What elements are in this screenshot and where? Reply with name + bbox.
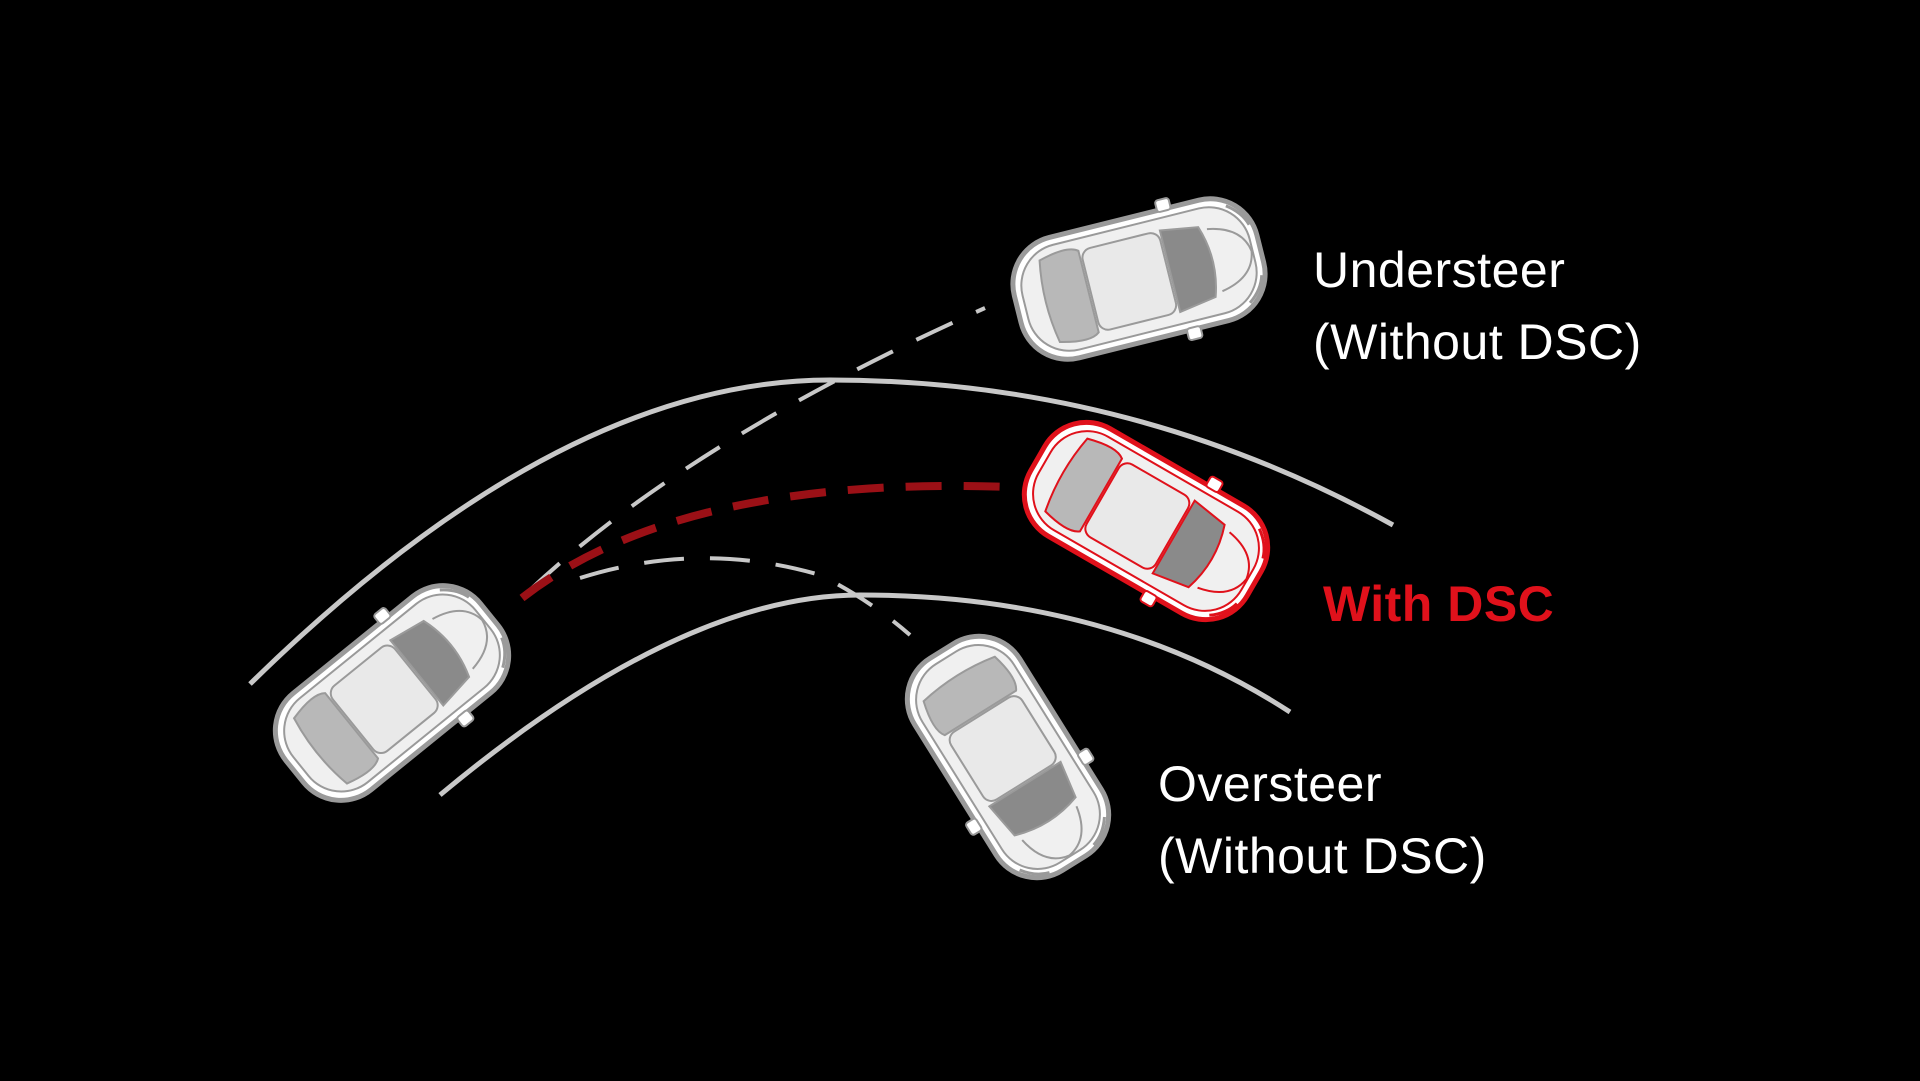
oversteer-path <box>579 556 912 637</box>
understeer-car-icon <box>1000 179 1277 379</box>
oversteer-label-line2: (Without DSC) <box>1158 828 1487 884</box>
with-dsc-label-text: With DSC <box>1323 576 1555 632</box>
road-outer-edge <box>248 377 1395 686</box>
oversteer-label: Oversteer (Without DSC) <box>1158 748 1487 892</box>
oversteer-car-icon <box>881 613 1136 901</box>
road-inner-edge <box>438 592 1292 797</box>
understeer-label-line2: (Without DSC) <box>1313 314 1642 370</box>
with-dsc-label: With DSC <box>1323 568 1554 640</box>
start-car-icon <box>250 558 535 827</box>
oversteer-label-line1: Oversteer <box>1158 756 1383 812</box>
dsc-car-icon <box>1002 396 1291 646</box>
understeer-label-line1: Understeer <box>1313 242 1566 298</box>
understeer-label: Understeer (Without DSC) <box>1313 234 1642 378</box>
with-dsc-path <box>519 481 1011 602</box>
